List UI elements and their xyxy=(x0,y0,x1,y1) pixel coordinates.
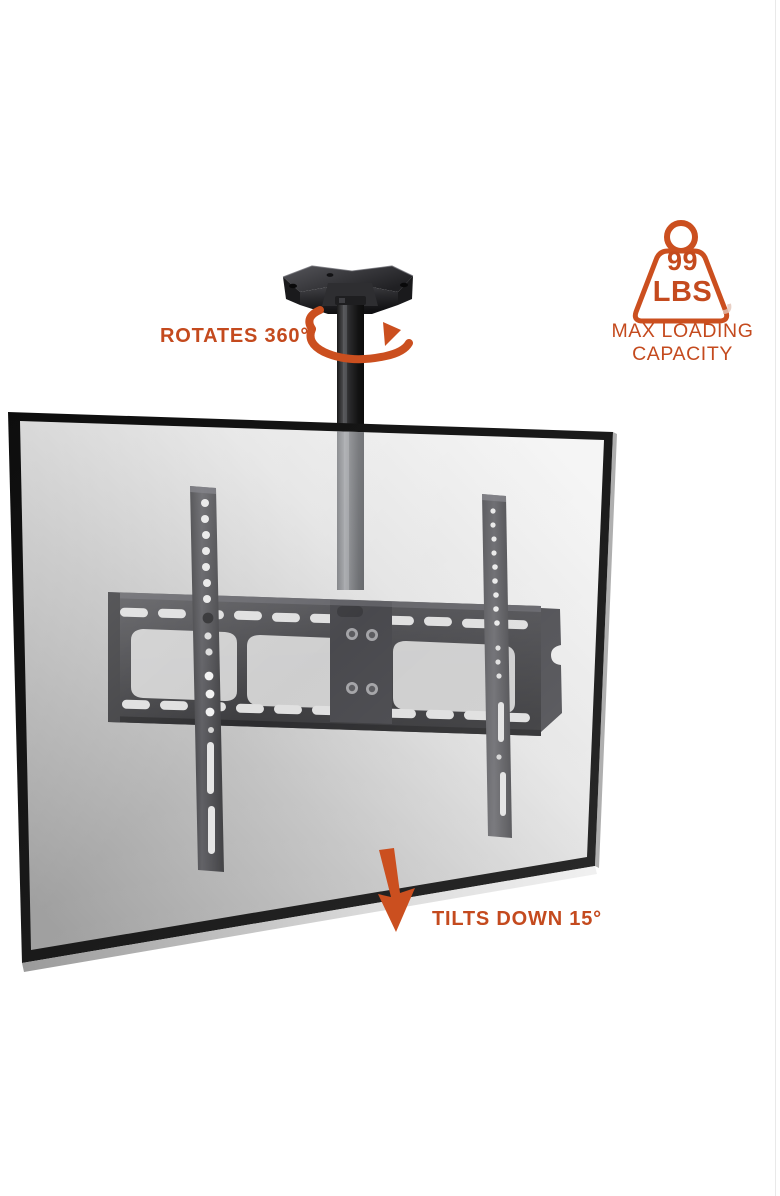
extension-pole-upper xyxy=(335,296,366,434)
weight-icon xyxy=(632,220,732,324)
tilt-down-arrow-icon xyxy=(378,848,415,932)
rotates-callout-label: ROTATES 360° xyxy=(160,325,310,347)
capacity-value: 99 xyxy=(666,246,699,276)
capacity-caption: MAX LOADING CAPACITY xyxy=(590,320,775,366)
ceiling-mount-plate xyxy=(282,265,414,314)
flat-panel-tv xyxy=(8,412,617,972)
capacity-caption-line-2: CAPACITY xyxy=(632,343,733,365)
right-edge-rule xyxy=(775,0,776,1196)
capacity-caption-line-1: MAX LOADING xyxy=(611,320,754,342)
capacity-unit: LBS xyxy=(652,276,713,308)
max-loading-capacity-block: 99 LBS MAX LOADING CAPACITY xyxy=(590,218,775,366)
rotation-arrow-icon xyxy=(305,306,413,364)
tilts-callout-label: TILTS DOWN 15° xyxy=(432,908,602,930)
